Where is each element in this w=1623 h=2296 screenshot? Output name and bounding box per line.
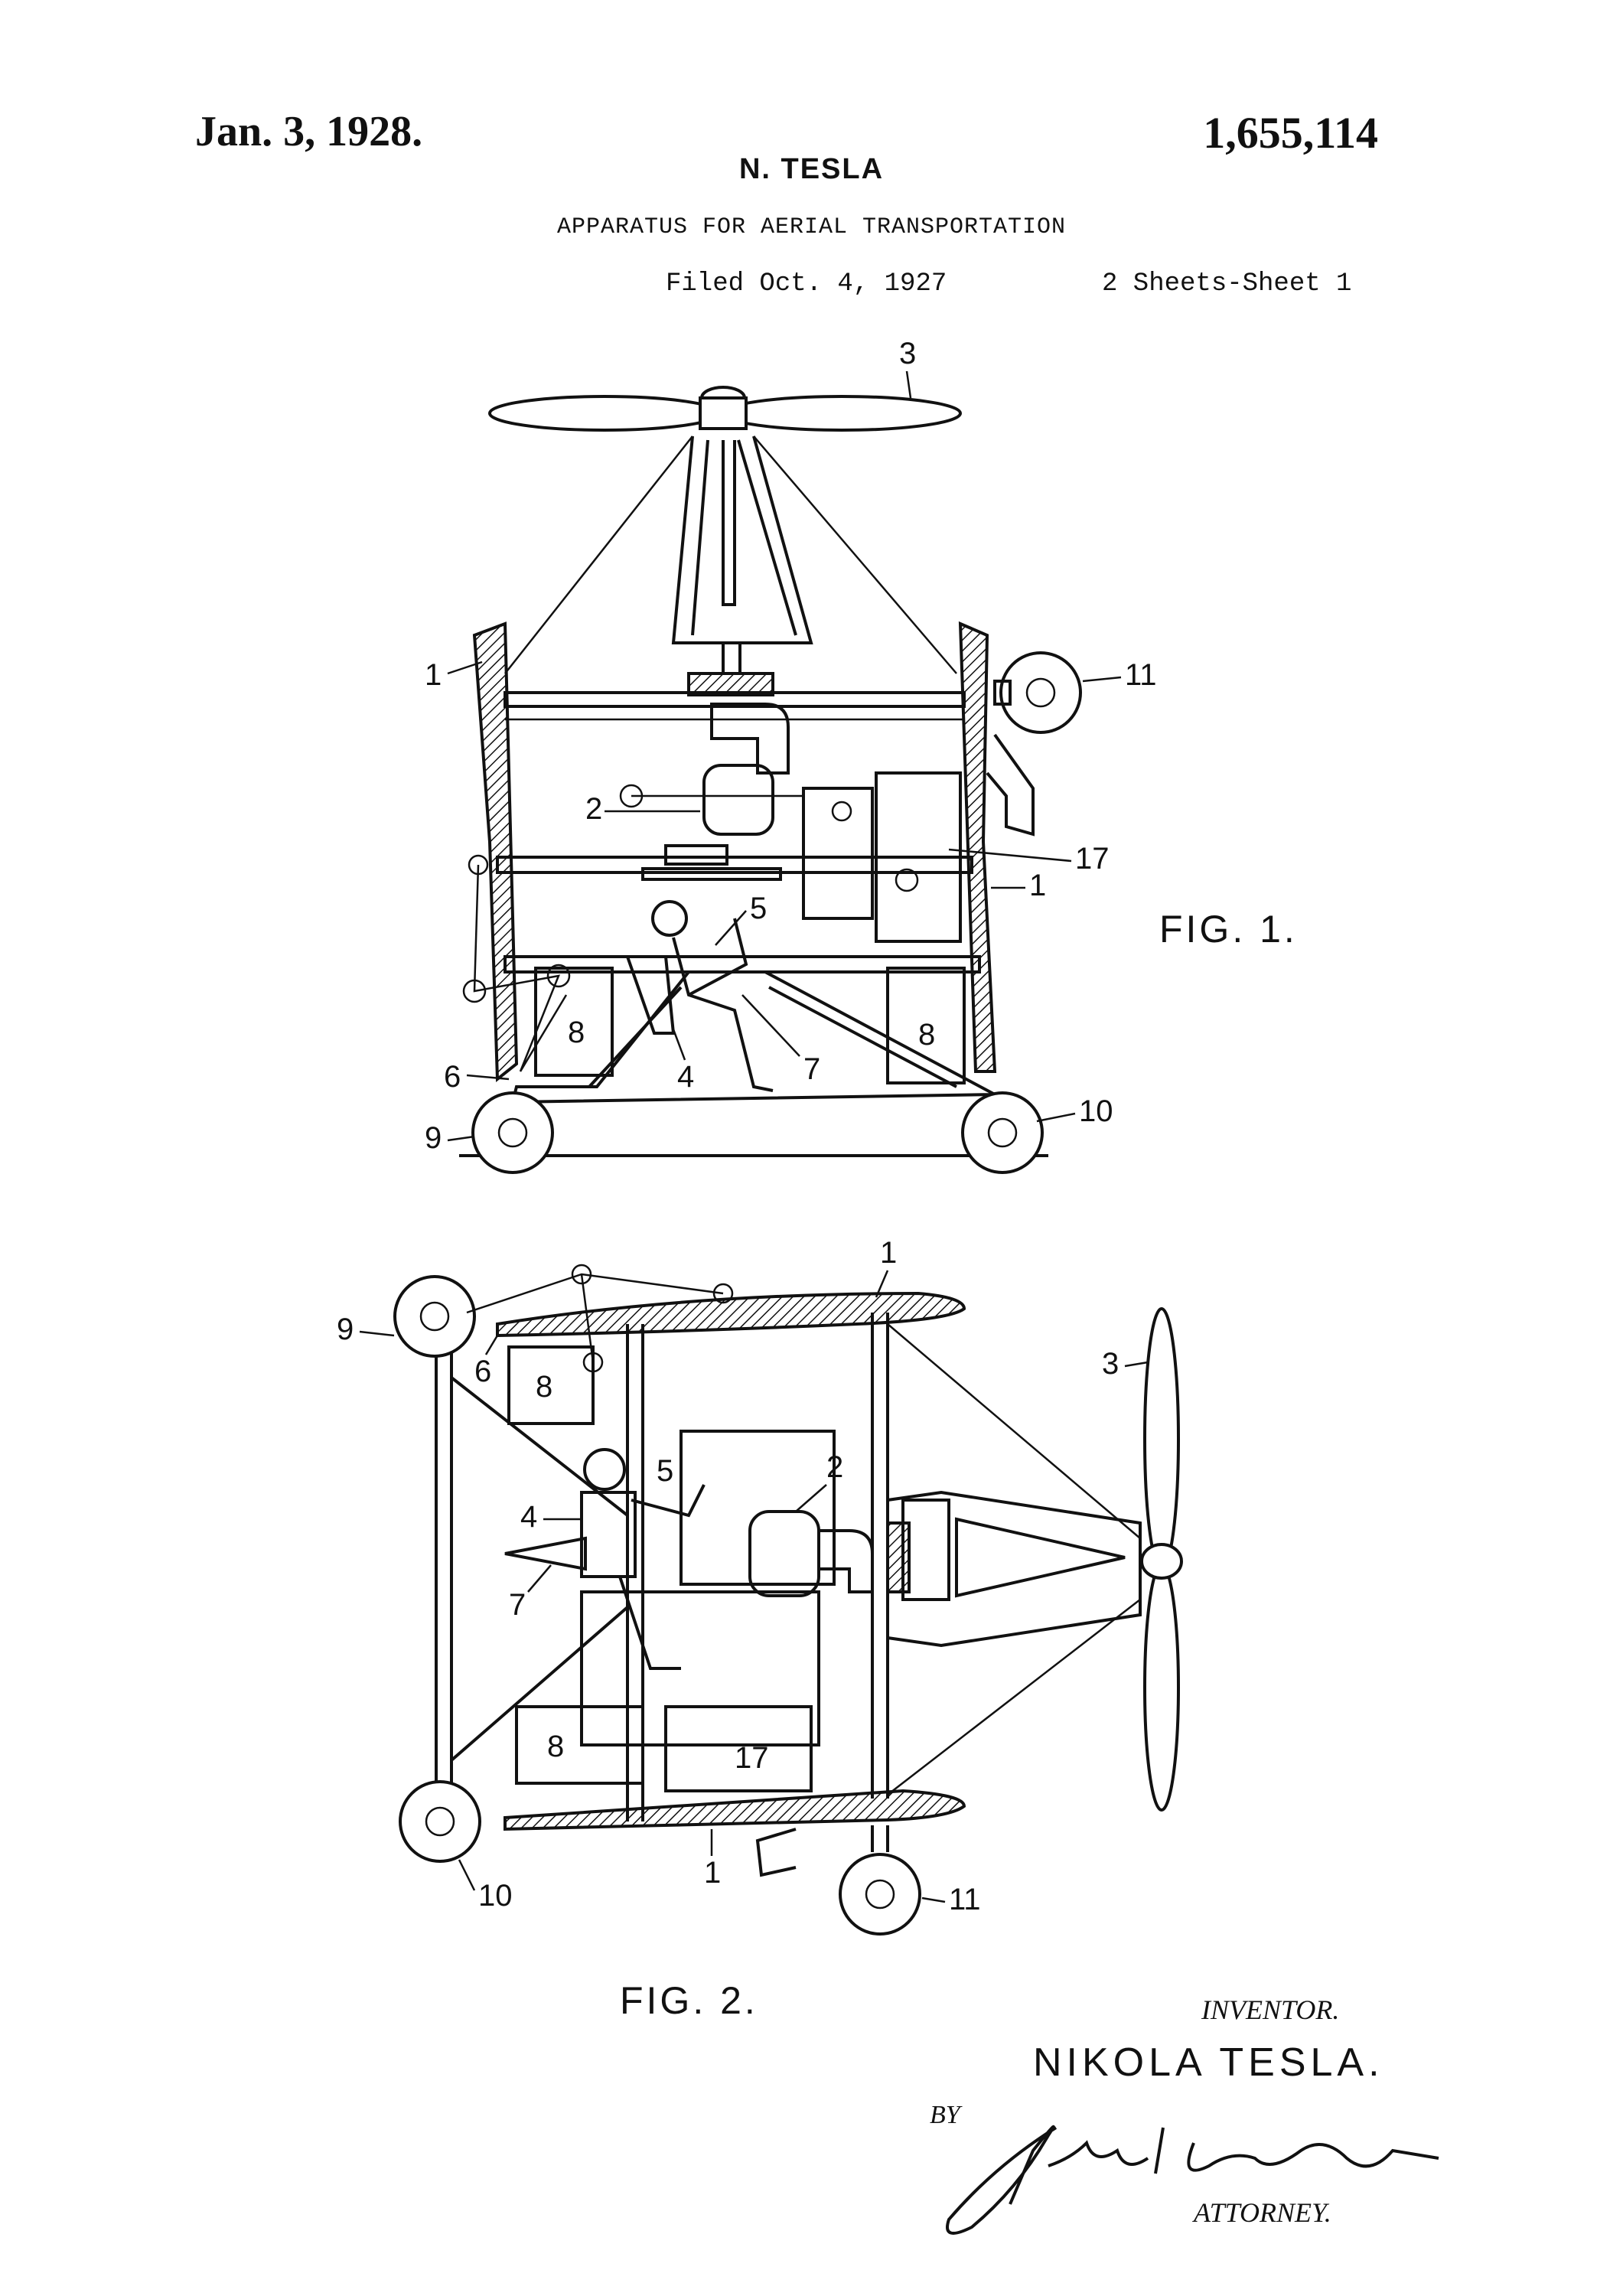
fig1-ref-5: 5 (750, 892, 767, 925)
fig1-ref-3: 3 (899, 337, 916, 370)
fig2-ref-7: 7 (509, 1588, 526, 1622)
figure-2-drawing: 1 9 6 8 3 5 2 4 7 8 17 1 10 11 (337, 1236, 1183, 1936)
fig1-ref-8-left: 8 (568, 1016, 585, 1049)
patent-number: 1,655,114 (1203, 108, 1378, 158)
fig2-ref-3: 3 (1102, 1347, 1119, 1381)
fig1-ref-6: 6 (444, 1060, 461, 1094)
fig2-ref-4: 4 (520, 1500, 537, 1534)
fig2-ref-1-top: 1 (880, 1236, 897, 1270)
fig1-ref-8-right: 8 (918, 1018, 935, 1052)
attorney-signature (946, 2125, 1439, 2235)
patent-title: APPARATUS FOR AERIAL TRANSPORTATION (556, 214, 1067, 240)
sheet-count: 2 Sheets-Sheet 1 (1102, 269, 1352, 298)
fig1-propeller (488, 386, 962, 432)
inventor-name: NIKOLA TESLA. (1033, 2040, 1384, 2085)
inventor-heading: N. TESLA (738, 153, 885, 185)
inventor-caption: INVENTOR. (1201, 1994, 1340, 2025)
fig1-ref-1-right: 1 (1029, 869, 1046, 902)
fig2-ref-1-bottom: 1 (704, 1856, 721, 1890)
fig1-ref-4: 4 (677, 1060, 694, 1094)
fig2-ref-8-top: 8 (536, 1370, 552, 1404)
fig1-ref-2: 2 (585, 792, 602, 826)
figure-2-label: FIG. 2. (620, 1979, 758, 2022)
filed-date: Filed Oct. 4, 1927 (666, 269, 947, 298)
figure-1-drawing: 3 1 11 2 17 1 5 8 8 4 7 6 9 10 (425, 337, 1157, 1174)
fig1-ref-1-left: 1 (425, 658, 442, 692)
fig2-ref-11: 11 (949, 1883, 981, 1916)
fig2-ref-6: 6 (474, 1355, 491, 1388)
fig1-ref-10: 10 (1079, 1094, 1113, 1128)
fig1-ref-17: 17 (1075, 842, 1110, 876)
fig2-ref-2: 2 (826, 1450, 843, 1484)
figure-1-label: FIG. 1. (1159, 908, 1298, 951)
fig2-ref-8-bottom: 8 (547, 1730, 564, 1763)
fig2-ref-5: 5 (657, 1454, 673, 1488)
attorney-caption: ATTORNEY. (1194, 2197, 1331, 2228)
fig2-ref-10: 10 (478, 1879, 513, 1913)
patent-date: Jan. 3, 1928. (195, 108, 423, 155)
fig2-ref-17: 17 (735, 1741, 769, 1775)
fig1-ref-11: 11 (1125, 658, 1157, 692)
by-label: BY (930, 2101, 960, 2129)
fig1-ref-7: 7 (803, 1052, 820, 1086)
fig2-ref-9: 9 (337, 1313, 354, 1346)
fig1-ref-9: 9 (425, 1121, 442, 1155)
